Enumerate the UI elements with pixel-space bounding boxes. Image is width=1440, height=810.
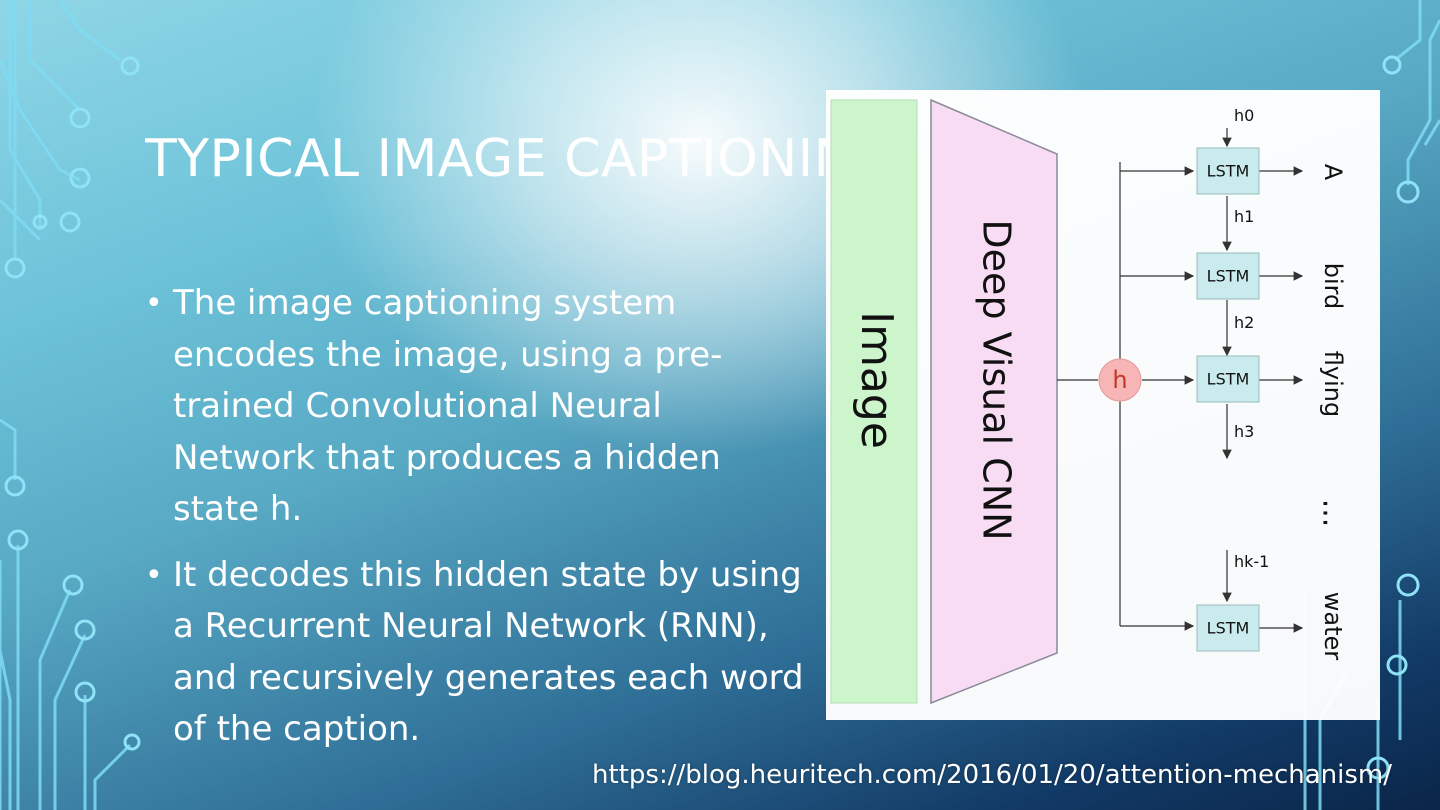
bullet-item: • The image captioning system encodes th… bbox=[145, 278, 805, 536]
lstm-label: LSTM bbox=[1207, 619, 1250, 638]
hidden-state-label: h bbox=[1112, 366, 1127, 394]
hidden-label-h0: h0 bbox=[1234, 106, 1254, 125]
captioning-diagram: Image Deep Visual CNN h bbox=[826, 90, 1380, 720]
lstm-label: LSTM bbox=[1207, 370, 1250, 389]
bullet-list: • The image captioning system encodes th… bbox=[145, 278, 805, 770]
hidden-label-h3: h3 bbox=[1234, 422, 1254, 441]
lstm-cell: LSTM bbox=[1196, 355, 1260, 403]
image-block bbox=[830, 99, 918, 704]
lstm-label: LSTM bbox=[1207, 267, 1250, 286]
lstm-cell: LSTM bbox=[1196, 252, 1260, 300]
bullet-item: • It decodes this hidden state by using … bbox=[145, 550, 805, 756]
source-link[interactable]: https://blog.heuritech.com/2016/01/20/at… bbox=[592, 760, 1392, 790]
hidden-label-hk-1: hk-1 bbox=[1234, 552, 1269, 571]
ellipsis: ... bbox=[1316, 499, 1351, 528]
caption-word: flying bbox=[1319, 351, 1347, 417]
bullet-text: The image captioning system encodes the … bbox=[173, 283, 723, 529]
circuit-decoration-left bbox=[0, 0, 141, 810]
hidden-state-node bbox=[1098, 358, 1142, 402]
lstm-cell: LSTM bbox=[1196, 147, 1260, 195]
hidden-label-h2: h2 bbox=[1234, 313, 1254, 332]
caption-word: A bbox=[1319, 164, 1347, 181]
slide-title: TYPICAL IMAGE CAPTIONING bbox=[145, 129, 835, 189]
cnn-block-label: Deep Visual CNN bbox=[975, 219, 1019, 540]
bullet-dot-icon: • bbox=[145, 557, 163, 593]
cnn-block bbox=[930, 98, 1058, 705]
bullet-text: It decodes this hidden state by using a … bbox=[173, 554, 804, 750]
image-block-label: Image bbox=[851, 311, 902, 449]
bullet-dot-icon: • bbox=[145, 286, 163, 321]
caption-word: water bbox=[1319, 592, 1347, 661]
lstm-cell: LSTM bbox=[1196, 604, 1260, 652]
hidden-label-h1: h1 bbox=[1234, 207, 1254, 226]
caption-word: bird bbox=[1319, 263, 1347, 310]
lstm-label: LSTM bbox=[1207, 162, 1250, 181]
